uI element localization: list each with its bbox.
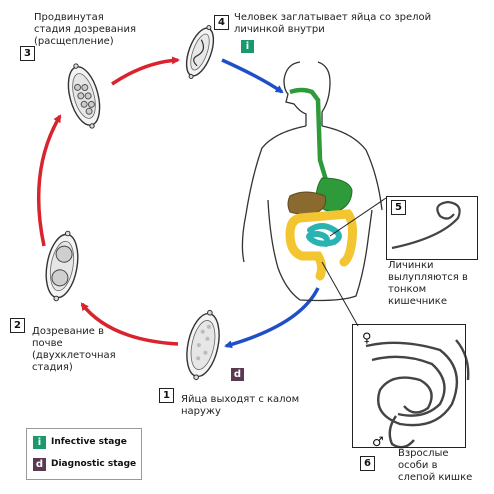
legend-diagnostic-badge: d	[33, 458, 46, 471]
adult-worms-stage-6	[365, 339, 470, 449]
callout-box-larva	[386, 196, 478, 260]
stage-number-1: 1	[159, 388, 174, 403]
liver	[287, 191, 327, 215]
label-stage-2: Дозревание в почве (двухклеточная стадия…	[32, 326, 116, 373]
arrow-2-to-3	[36, 114, 62, 247]
legend: i Infective stage d Diagnostic stage	[26, 428, 142, 480]
human-body	[241, 61, 383, 302]
large-intestine	[285, 209, 357, 281]
egg-stage-3	[67, 63, 101, 129]
label-stage-5: Личинки вылупляются в тонком кишечнике	[388, 260, 468, 307]
legend-row-diagnostic: d Diagnostic stage	[33, 458, 136, 471]
callout-box-adults	[352, 324, 466, 448]
female-symbol: ♀	[362, 331, 372, 346]
stage-number-3: 3	[20, 46, 35, 61]
small-intestine	[306, 223, 342, 247]
arrow-3-to-4	[111, 56, 180, 86]
callout-line-5	[329, 197, 387, 237]
label-stage-4: Человек заглатывает яйца со зрелой личин…	[234, 12, 432, 35]
esophagus	[289, 87, 329, 181]
egg-stage-1	[186, 309, 220, 381]
label-stage-6: Взрослые особи в слепой кишке	[398, 448, 473, 483]
legend-diagnostic-label: Diagnostic stage	[51, 459, 137, 469]
arrow-4-to-human	[221, 58, 284, 94]
label-stage-1: Яйца выходят с калом наружу	[181, 394, 300, 417]
larva-stage-5	[391, 200, 461, 250]
diagnostic-badge: d	[231, 368, 244, 381]
egg-stage-2	[45, 230, 79, 302]
stage-number-5: 5	[391, 200, 406, 215]
legend-infective-label: Infective stage	[51, 437, 127, 447]
arrow-1-to-2	[80, 302, 179, 346]
arrow-human-to-1	[224, 287, 320, 349]
egg-stage-4	[185, 25, 215, 79]
legend-row-infective: i Infective stage	[33, 436, 127, 449]
callout-line-6	[321, 261, 359, 327]
stage-number-6: 6	[360, 456, 375, 471]
legend-infective-badge: i	[33, 436, 46, 449]
stage-number-2: 2	[10, 318, 25, 333]
male-symbol: ♂	[372, 435, 384, 450]
infective-badge: i	[241, 40, 254, 53]
label-stage-3: Продвинутая стадия дозревания (расщеплен…	[34, 12, 136, 47]
stage-number-4: 4	[214, 15, 229, 30]
